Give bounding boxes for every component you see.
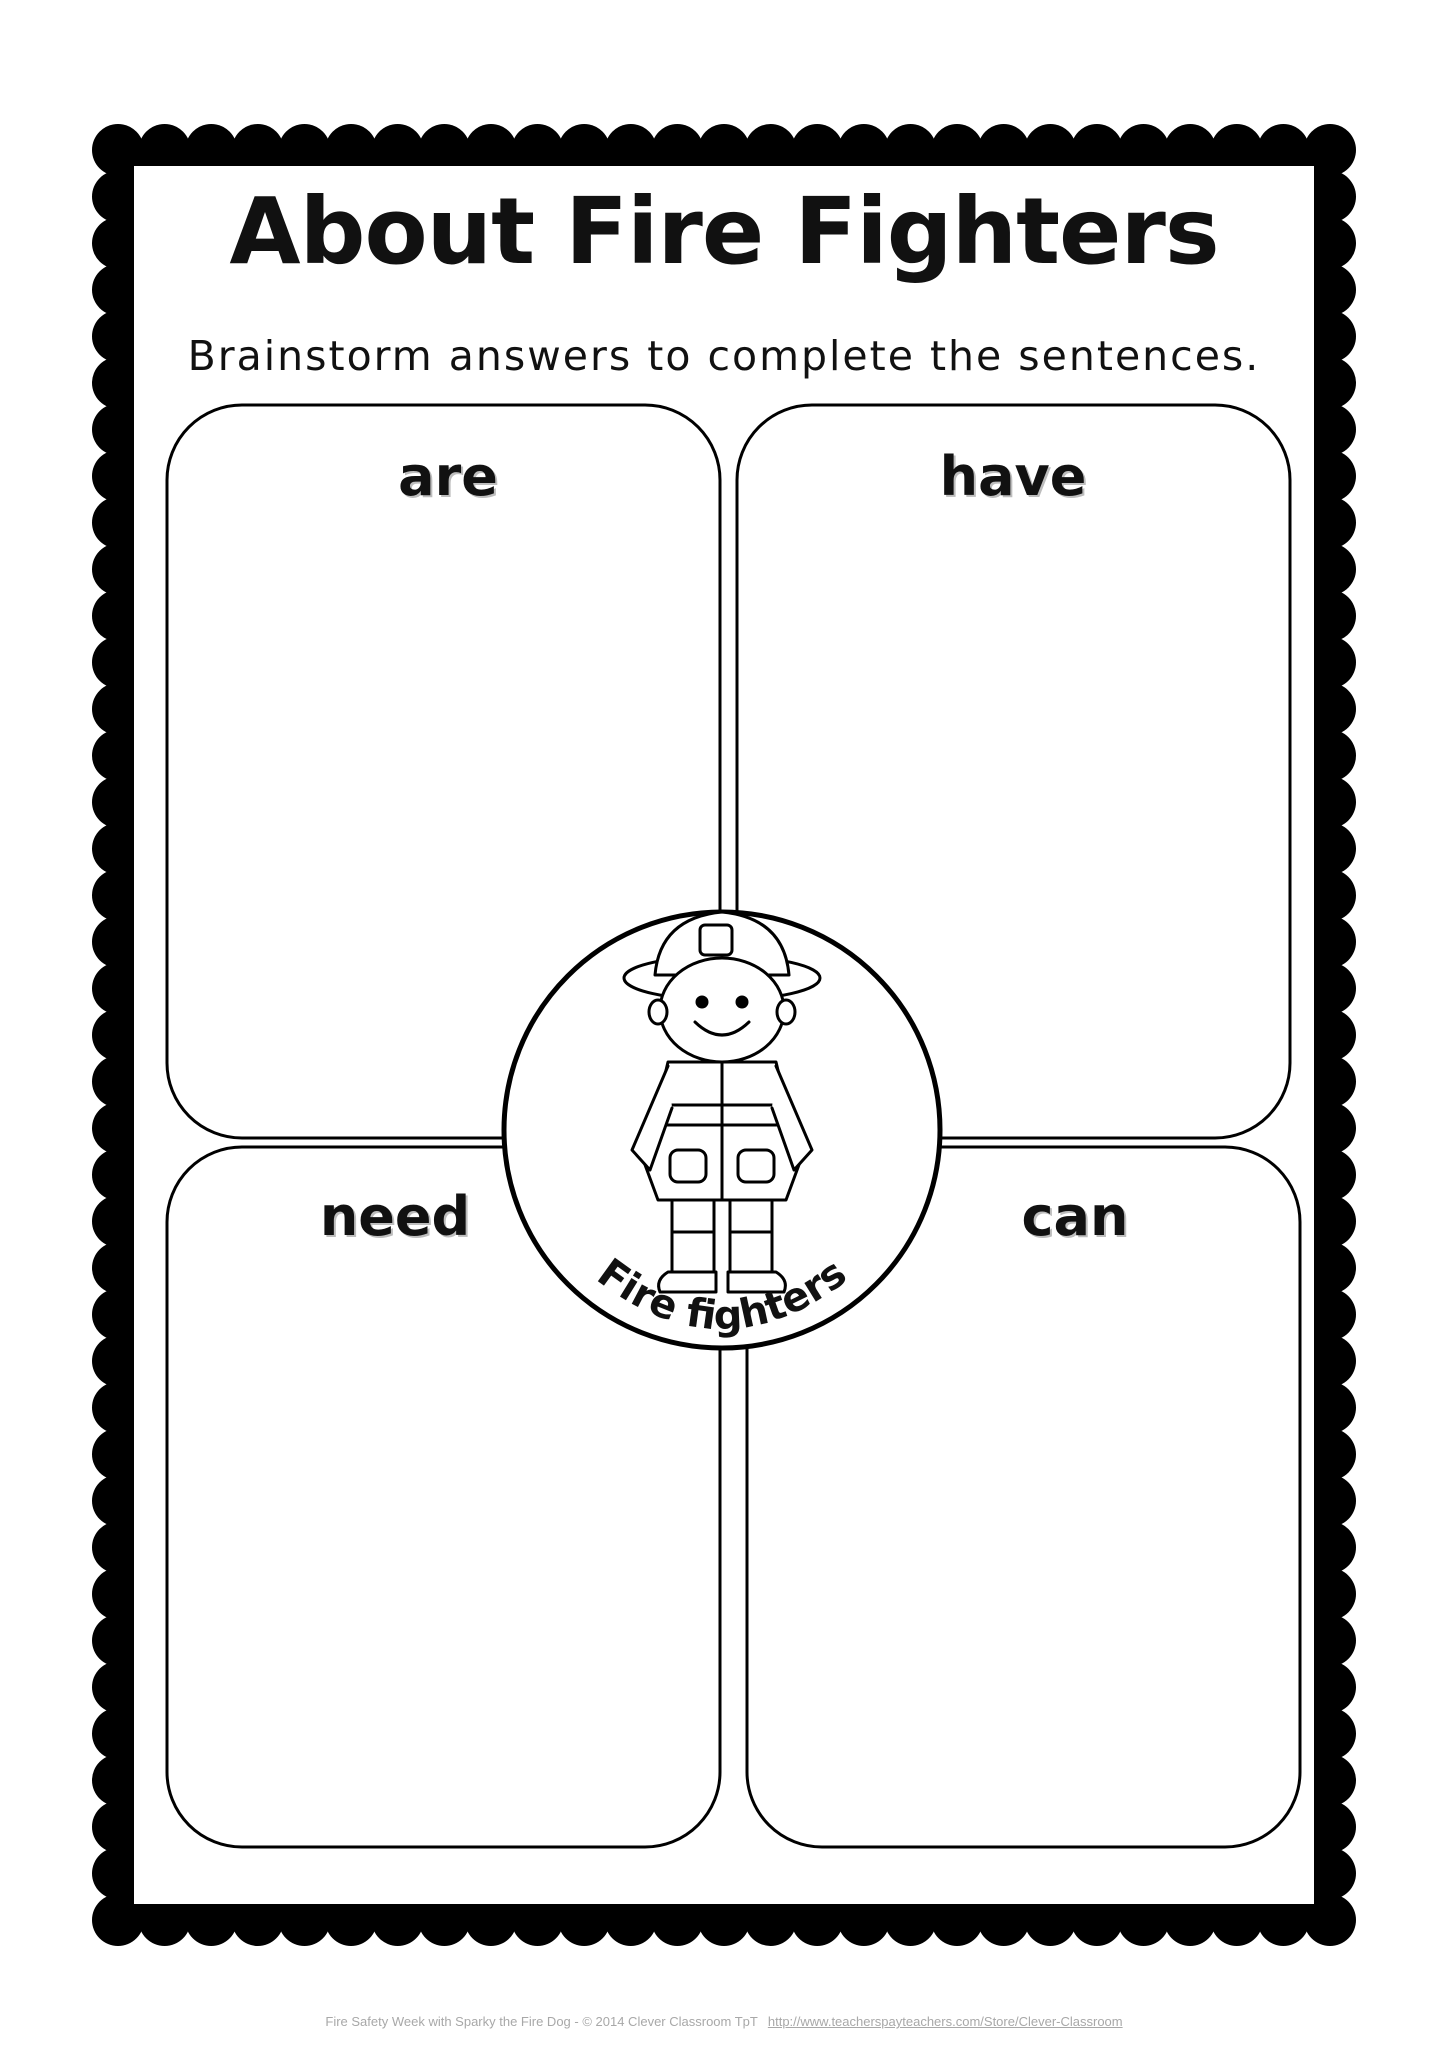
box-have-label: have: [939, 445, 1087, 508]
footer-link[interactable]: http://www.teacherspayteachers.com/Store…: [767, 2014, 1123, 2029]
footer-credit: Fire Safety Week with Sparky the Fire Do…: [325, 2014, 758, 2029]
box-have-outline: [735, 403, 1292, 1140]
box-can-outline: [745, 1145, 1302, 1849]
box-are-outline: [165, 403, 722, 1140]
worksheet-title: About Fire Fighters: [229, 178, 1219, 285]
box-are-label: are: [398, 445, 498, 508]
worksheet-instruction: Brainstorm answers to complete the sente…: [187, 332, 1261, 380]
box-need-outline: [165, 1145, 722, 1849]
footer-credit-line: Fire Safety Week with Sparky the Fire Do…: [0, 2014, 1448, 2029]
firefighter-icon: [622, 910, 822, 1294]
box-can-label: can: [1021, 1185, 1129, 1248]
box-need-label: need: [319, 1185, 471, 1248]
